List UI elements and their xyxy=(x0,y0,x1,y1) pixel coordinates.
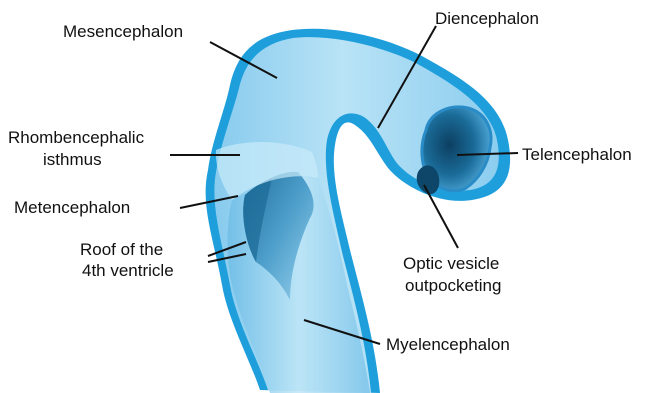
label-roof-line1: Roof of the xyxy=(80,240,163,259)
label-optic-line1: Optic vesicle xyxy=(403,254,499,273)
label-optic-line2: outpocketing xyxy=(405,276,501,295)
label-rhombencephalic-line2: isthmus xyxy=(43,150,102,169)
label-roof-line2: 4th ventricle xyxy=(82,261,174,280)
label-mesencephalon: Mesencephalon xyxy=(63,22,183,41)
label-myelencephalon: Myelencephalon xyxy=(386,335,510,354)
label-rhombencephalic-line1: Rhombencephalic xyxy=(8,128,145,147)
label-diencephalon: Diencephalon xyxy=(435,9,539,28)
label-telencephalon: Telencephalon xyxy=(522,145,632,164)
label-metencephalon: Metencephalon xyxy=(14,198,130,217)
